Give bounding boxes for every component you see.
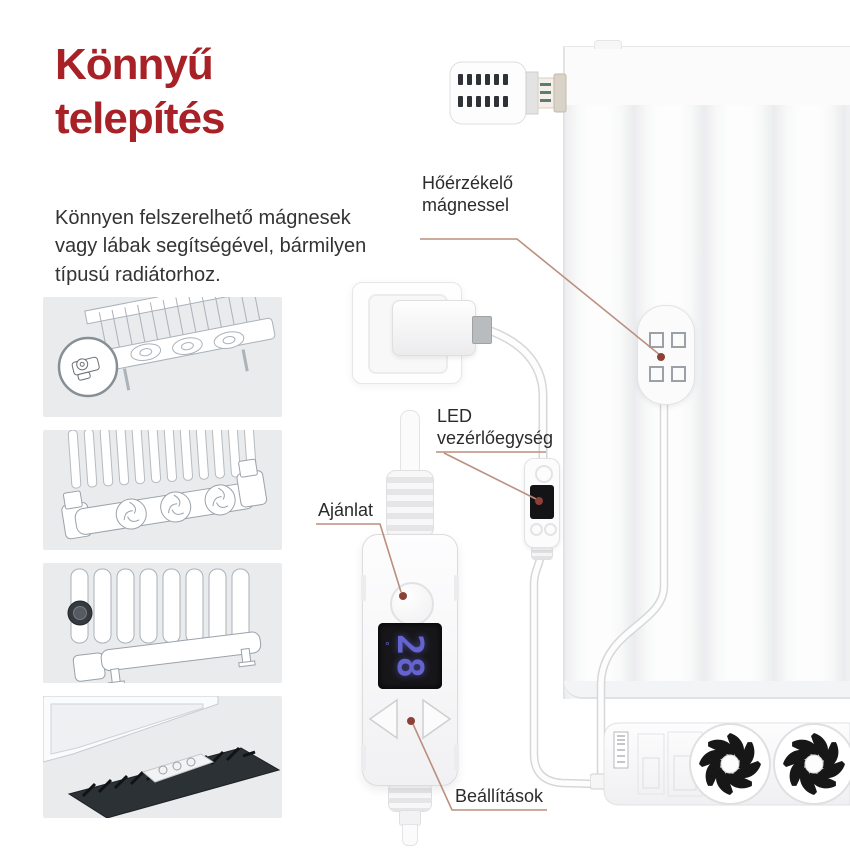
radiator-top-cap bbox=[594, 40, 622, 49]
led-pointer-line bbox=[443, 452, 537, 500]
arrow-left-button[interactable] bbox=[368, 698, 398, 740]
temperature-display: ° 28 bbox=[378, 623, 442, 689]
mini-controller-strain-relief bbox=[531, 546, 553, 560]
magnet-slot-icon bbox=[649, 332, 664, 348]
floor-trench-mount-illustration bbox=[43, 696, 281, 818]
fan-unit bbox=[590, 722, 850, 806]
temperature-sensor-magnet bbox=[637, 305, 695, 405]
radiator-bottom-flange bbox=[564, 681, 850, 699]
callout-settings: Beállítások bbox=[455, 786, 543, 808]
magnet-mount-illustration bbox=[57, 297, 276, 398]
magnet-slot-icon bbox=[671, 366, 686, 382]
intro-text: Könnyen felszerelhető mágnesek vagy lába… bbox=[55, 207, 367, 286]
callout-led-line1: LED bbox=[437, 406, 473, 426]
side-notch bbox=[454, 575, 459, 601]
page-title: Könnyű telepítés bbox=[55, 38, 226, 145]
controller-bottom-strain-relief bbox=[388, 782, 432, 812]
left-right-arrow-buttons bbox=[368, 698, 452, 740]
mode-button[interactable] bbox=[390, 582, 434, 626]
page-title-line1: Könnyű bbox=[55, 40, 214, 89]
usb-connector bbox=[472, 316, 492, 344]
side-notch bbox=[361, 575, 366, 601]
callout-sensor: Hőérzékelő mágnessel bbox=[422, 173, 513, 216]
magnet-slot-icon bbox=[649, 366, 664, 382]
temperature-value: 28 bbox=[389, 633, 431, 679]
degree-symbol: ° bbox=[385, 639, 390, 653]
radiator bbox=[563, 40, 850, 699]
install-step-3-panel bbox=[43, 563, 282, 683]
install-step-1-panel bbox=[43, 297, 282, 417]
controller-top-strain-relief bbox=[386, 470, 434, 538]
callout-settings-text: Beállítások bbox=[455, 786, 544, 806]
panel-radiator-mount-illustration bbox=[61, 430, 268, 540]
callout-offer: Ajánlat bbox=[318, 500, 373, 522]
callout-led: LED vezérlőegység bbox=[437, 406, 553, 449]
thermostat-head-icon bbox=[449, 61, 567, 125]
fan-blades-icon bbox=[115, 484, 236, 530]
magnet-slot-icon bbox=[671, 332, 686, 348]
led-control-unit bbox=[524, 458, 560, 548]
fan-blades-icon bbox=[689, 723, 850, 805]
controller-bottom-cable bbox=[402, 824, 418, 846]
mini-controller-left-button[interactable] bbox=[530, 523, 543, 536]
power-adapter bbox=[392, 300, 476, 356]
page-title-line2: telepítés bbox=[55, 93, 226, 143]
controller-top-cable bbox=[400, 410, 420, 476]
install-step-4-panel bbox=[43, 696, 282, 818]
arrow-right-button[interactable] bbox=[422, 698, 452, 740]
mini-controller-button[interactable] bbox=[535, 465, 553, 483]
column-radiator-mount-illustration bbox=[67, 568, 262, 683]
side-notch bbox=[361, 745, 366, 771]
install-step-2-panel bbox=[43, 430, 282, 550]
callout-sensor-line1: Hőérzékelő bbox=[422, 173, 514, 193]
mini-controller-screen bbox=[530, 485, 554, 519]
callout-led-line2: vezérlőegység bbox=[437, 427, 554, 448]
callout-offer-text: Ajánlat bbox=[318, 500, 374, 520]
mini-controller-right-button[interactable] bbox=[544, 523, 557, 536]
side-notch bbox=[454, 745, 459, 771]
controller-body: ° 28 bbox=[361, 534, 459, 786]
callout-sensor-line2: mágnessel bbox=[422, 194, 510, 215]
